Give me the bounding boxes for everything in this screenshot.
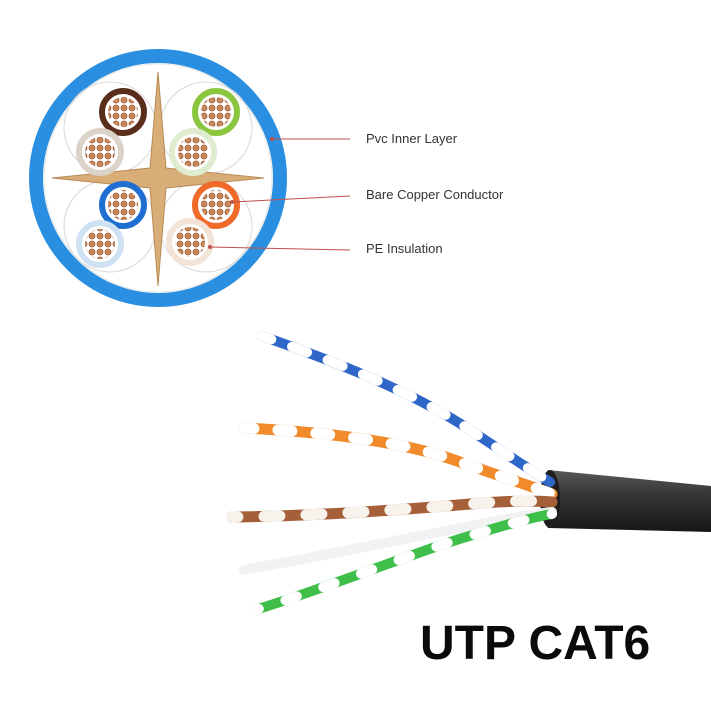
label-bare-copper-conductor: Bare Copper Conductor [366, 187, 504, 202]
conductor-brown [99, 88, 147, 136]
conductor-orange-white [166, 218, 214, 266]
callout-lines [208, 137, 351, 251]
label-pvc-inner-layer: Pvc Inner Layer [366, 131, 458, 146]
conductor-green [192, 88, 240, 136]
wire-pair-blue [257, 331, 555, 487]
product-title: UTP CAT6 [420, 617, 651, 670]
conductor-blue [99, 181, 147, 229]
cable-illustration [226, 331, 711, 615]
cable-cross-section [29, 49, 351, 307]
outer-jacket [542, 470, 711, 532]
wire-pair-brown [226, 495, 558, 523]
conductor-green-white [169, 128, 217, 176]
label-pe-insulation: PE Insulation [366, 241, 443, 256]
conductor-blue-white [76, 220, 124, 268]
wire-pair-green [239, 507, 557, 615]
conductor-brown-white [76, 128, 124, 176]
wire-pair-orange [238, 422, 558, 500]
conductor-orange [192, 181, 240, 229]
